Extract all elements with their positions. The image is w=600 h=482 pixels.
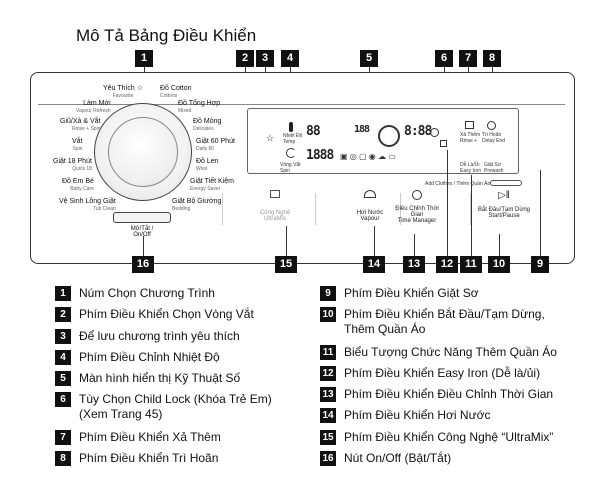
tag-10: 10 <box>488 256 510 273</box>
time-digits: 8:88 <box>404 124 432 139</box>
tag-1: 1 <box>135 50 153 67</box>
on-off-label: Mở/Tắt /On/Off <box>130 226 154 238</box>
tag-9: 9 <box>531 256 549 273</box>
play-pause-icon: ▷‖ <box>498 190 510 201</box>
tag-7: 7 <box>459 50 477 67</box>
tag-11: 11 <box>460 256 482 273</box>
add-clothes-label: Add Clothes / Thêm Quần Áo <box>425 181 491 187</box>
tag-15: 15 <box>275 256 297 273</box>
leader-13 <box>414 234 415 256</box>
display-icons-row: ▣ ◎ ▢ ◉ ☁ ▭ <box>340 152 396 161</box>
leader-9 <box>540 170 541 256</box>
spin-digits: 1888 <box>306 148 334 163</box>
program-yeu-thich: Yêu Thích ☆Favourite <box>103 85 144 99</box>
temp-digits: 88 <box>306 124 321 139</box>
tag-5: 5 <box>360 50 378 67</box>
weight-digits: 188 <box>354 124 370 135</box>
tag-6: 6 <box>435 50 453 67</box>
button-divider <box>470 193 471 225</box>
button-divider <box>222 193 223 225</box>
tag-3: 3 <box>256 50 274 67</box>
tag-8: 8 <box>483 50 501 67</box>
spin-swirl-icon <box>286 148 296 158</box>
time-manager-icon <box>412 190 422 200</box>
drum-icon <box>378 125 400 147</box>
child-lock-icon <box>440 140 447 147</box>
button-divider <box>315 193 316 225</box>
tag-16: 16 <box>132 256 154 273</box>
leader-16 <box>143 236 144 256</box>
panel-divider <box>38 104 565 244</box>
clock-icon <box>430 128 439 137</box>
steam-icon <box>364 190 376 198</box>
favourite-star-icon: ☆ <box>266 133 275 143</box>
add-clothes-bar <box>490 180 522 186</box>
rinse-icon <box>465 121 474 129</box>
ultramix-icon <box>270 190 280 198</box>
tag-2: 2 <box>236 50 254 67</box>
on-off-button[interactable] <box>113 212 171 223</box>
delay-icon <box>487 121 496 130</box>
page-title: Mô Tả Bảng Điều Khiển <box>76 26 257 45</box>
tag-13: 13 <box>403 256 425 273</box>
leader-15 <box>286 226 287 256</box>
leader-14 <box>374 226 375 256</box>
leader-11 <box>471 175 472 256</box>
tag-4: 4 <box>281 50 299 67</box>
button-divider <box>400 193 401 225</box>
tag-14: 14 <box>363 256 385 273</box>
leader-12 <box>447 150 448 256</box>
program-knob-center[interactable] <box>108 117 178 187</box>
leader-10 <box>499 234 500 256</box>
thermometer-icon <box>289 122 293 132</box>
tag-12: 12 <box>436 256 458 273</box>
